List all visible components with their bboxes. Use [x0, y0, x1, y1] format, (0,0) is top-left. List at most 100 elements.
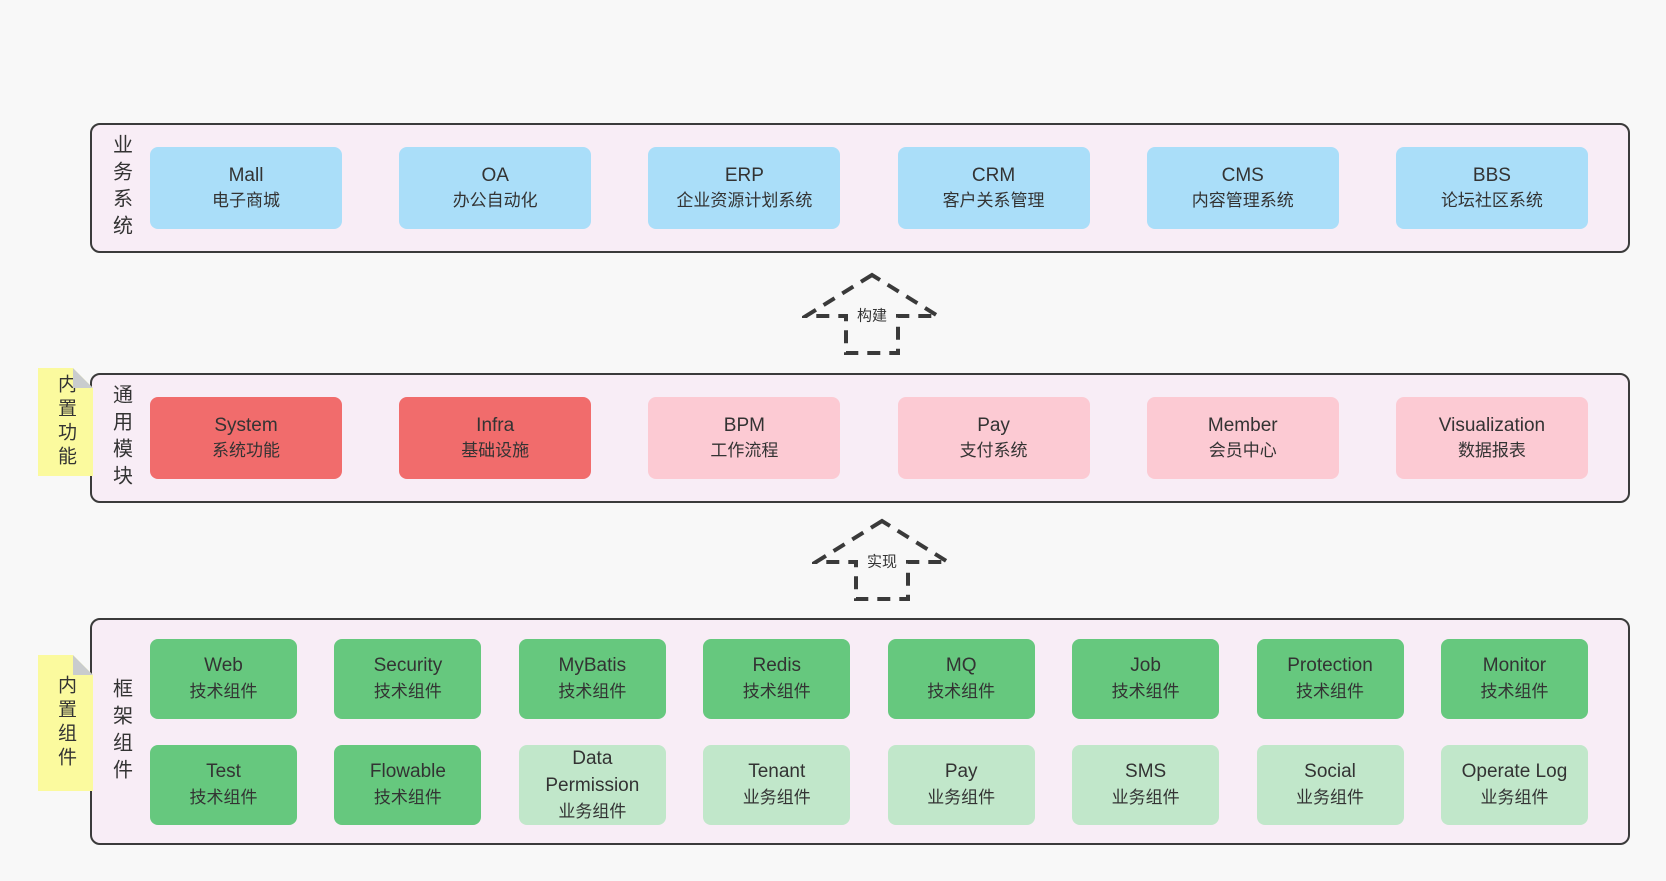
- box-subtitle: 基础设施: [461, 441, 530, 461]
- built-in-features-note: 内置功能: [38, 368, 93, 476]
- protection-box: Protection 技术组件: [1256, 638, 1404, 719]
- built-in-components-note: 内置组件: [38, 655, 93, 791]
- box-title: Social: [1304, 761, 1356, 783]
- box-subtitle: 技术组件: [373, 681, 442, 701]
- built-in-features-note-text: 内置功能: [55, 374, 76, 470]
- box-subtitle: 办公自动化: [452, 191, 538, 211]
- redis-box: Redis 技术组件: [703, 638, 851, 719]
- box-title: OA: [481, 164, 509, 186]
- box-title: Protection: [1287, 655, 1373, 677]
- box-subtitle: 业务组件: [927, 787, 996, 807]
- box-title: BPM: [723, 414, 765, 436]
- box-title: Visualization: [1438, 414, 1546, 436]
- box-subtitle: 技术组件: [927, 681, 996, 701]
- box-subtitle: 业务组件: [742, 787, 811, 807]
- box-title: Operate Log: [1461, 761, 1568, 783]
- erp-box: ERP 企业资源计划系统: [648, 147, 841, 229]
- box-subtitle: 电子商城: [212, 191, 280, 211]
- box-subtitle: 数据报表: [1457, 441, 1526, 461]
- box-title: CRM: [971, 164, 1016, 186]
- crm-box: CRM 客户关系管理: [897, 147, 1090, 229]
- box-title: Security: [373, 655, 443, 677]
- box-subtitle: 内容管理系统: [1191, 191, 1294, 211]
- mybatis-box: MyBatis 技术组件: [518, 638, 666, 719]
- built-in-components-note-text: 内置组件: [55, 675, 76, 771]
- web-box: Web 技术组件: [150, 638, 297, 719]
- box-subtitle: 论坛社区系统: [1440, 191, 1543, 211]
- box-subtitle: 技术组件: [1480, 681, 1549, 701]
- box-title: Infra: [476, 414, 515, 436]
- box-subtitle: 业务组件: [1480, 787, 1549, 807]
- box-subtitle: 企业资源计划系统: [676, 191, 813, 211]
- box-subtitle: 技术组件: [189, 681, 258, 701]
- implement-arrow-label: 实现: [863, 549, 901, 573]
- build-arrow: 构建: [802, 272, 942, 356]
- bpm-box: BPM 工作流程: [648, 397, 841, 479]
- tenant-box: Tenant 业务组件: [703, 744, 851, 825]
- module-boxes: System 系统功能 Infra 基础设施 BPM 工作流程 Pay 支付系统 Member 会…: [150, 375, 1628, 501]
- bbs-box: BBS 论坛社区系统: [1395, 147, 1588, 229]
- cms-box: CMS 内容管理系统: [1146, 147, 1339, 229]
- box-subtitle: 业务组件: [1111, 787, 1180, 807]
- flowable-box: Flowable 技术组件: [334, 744, 482, 825]
- box-title: Job: [1130, 655, 1161, 677]
- common-modules-band: 通用模块 System 系统功能 Infra 基础设施 BPM 工作流程 Pay 支付系统 Me…: [90, 373, 1630, 503]
- business-band-label: 业务系统: [109, 134, 132, 242]
- box-subtitle: 客户关系管理: [942, 191, 1045, 211]
- box-title: Flowable: [369, 761, 446, 783]
- infra-box: Infra 基础设施: [399, 397, 592, 479]
- data-permission-box: Data Permission 业务组件: [518, 744, 666, 825]
- visualization-box: Visualization 数据报表: [1395, 397, 1588, 479]
- box-subtitle: 支付系统: [959, 441, 1028, 461]
- build-arrow-label: 构建: [853, 303, 891, 327]
- operate-log-box: Operate Log 业务组件: [1440, 744, 1588, 825]
- box-title: Pay: [944, 761, 978, 783]
- box-subtitle: 工作流程: [710, 441, 779, 461]
- implement-arrow: 实现: [812, 518, 952, 602]
- box-title: Tenant: [748, 761, 806, 783]
- box-title: Pay: [977, 414, 1010, 436]
- box-title: Redis: [752, 655, 802, 677]
- box-subtitle: 业务组件: [558, 801, 627, 821]
- box-title: SMS: [1125, 761, 1167, 783]
- box-title: ERP: [724, 164, 764, 186]
- box-subtitle: 技术组件: [742, 681, 811, 701]
- modules-band-label: 通用模块: [109, 384, 132, 492]
- box-subtitle: 技术组件: [1296, 681, 1365, 701]
- framework-band-label: 框架组件: [109, 677, 132, 786]
- dashed-up-arrow-icon: [812, 518, 952, 601]
- dashed-up-arrow-icon: [802, 272, 942, 355]
- box-subtitle: 技术组件: [1111, 681, 1180, 701]
- box-title: MyBatis: [558, 655, 627, 677]
- social-box: Social 业务组件: [1256, 744, 1404, 825]
- box-title: System: [214, 414, 278, 436]
- box-title: Data Permission: [545, 747, 640, 797]
- box-subtitle: 会员中心: [1208, 441, 1277, 461]
- box-subtitle: 业务组件: [1296, 787, 1365, 807]
- test-box: Test 技术组件: [150, 744, 297, 825]
- box-title: Monitor: [1482, 655, 1547, 677]
- box-title: Web: [204, 655, 243, 677]
- box-title: CMS: [1221, 164, 1264, 186]
- box-title: Test: [206, 761, 241, 783]
- job-box: Job 技术组件: [1072, 638, 1220, 719]
- box-title: BBS: [1472, 164, 1511, 186]
- box-subtitle: 系统功能: [212, 441, 280, 461]
- box-subtitle: 技术组件: [373, 787, 442, 807]
- pay-box: Pay 支付系统: [897, 397, 1090, 479]
- oa-box: OA 办公自动化: [399, 147, 592, 229]
- box-subtitle: 技术组件: [558, 681, 627, 701]
- sms-box: SMS 业务组件: [1072, 744, 1220, 825]
- box-title: Member: [1207, 414, 1278, 436]
- box-subtitle: 技术组件: [189, 787, 258, 807]
- system-box: System 系统功能: [150, 397, 342, 479]
- monitor-box: Monitor 技术组件: [1440, 638, 1588, 719]
